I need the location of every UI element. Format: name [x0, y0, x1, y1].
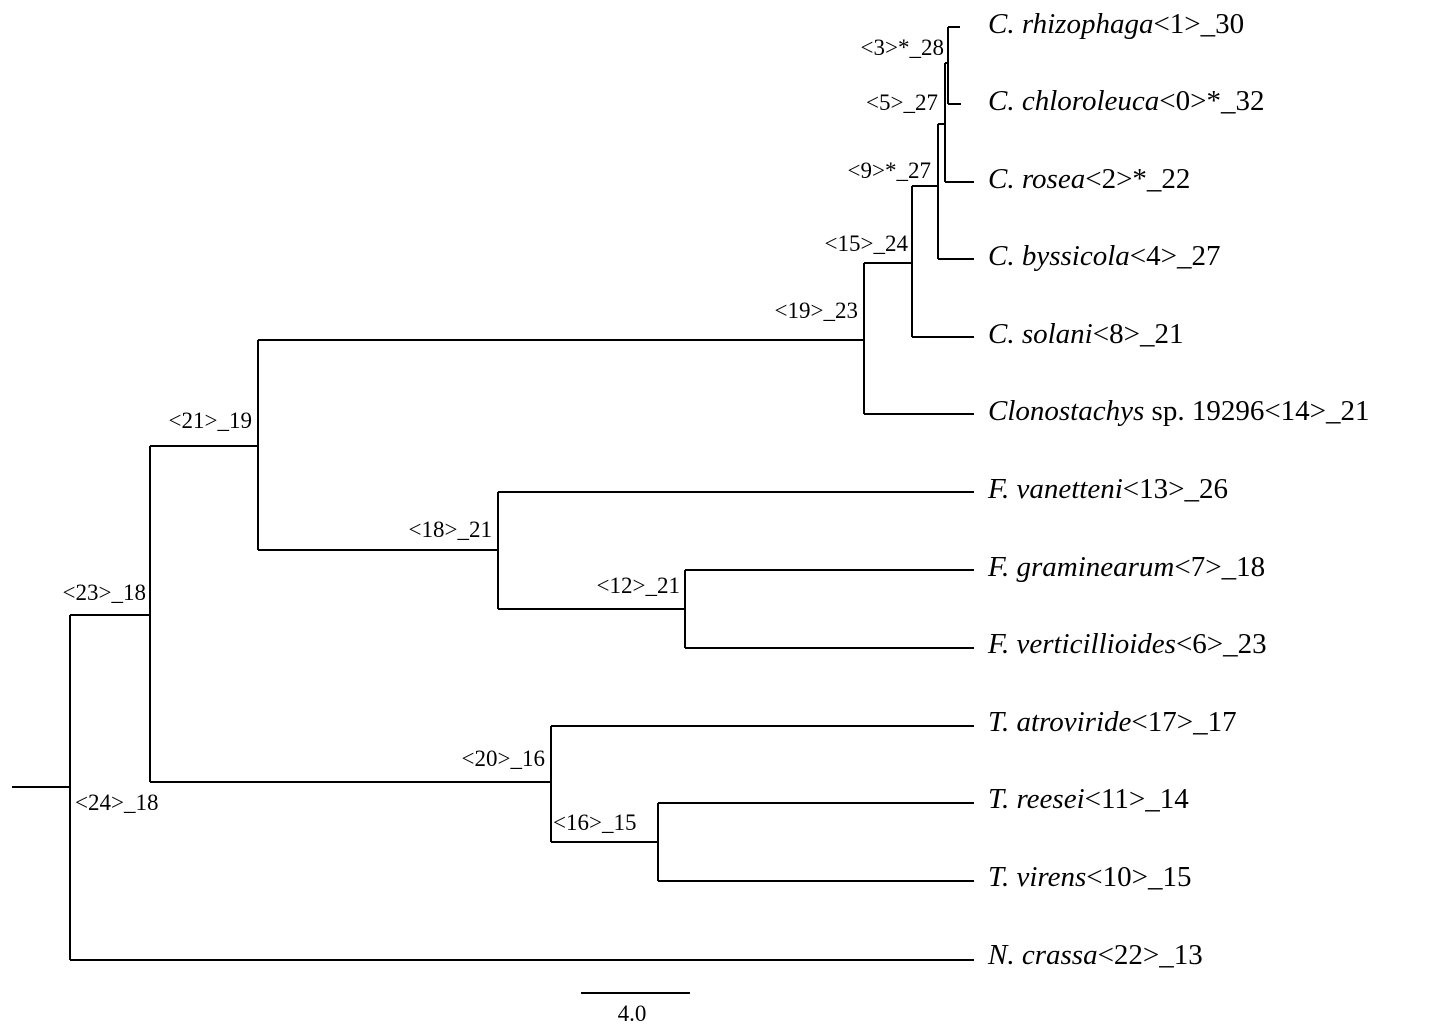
tip-label-n-crassa: N. crassa<22>_13 [987, 939, 1203, 971]
tip-taxon-name: C. solani [988, 318, 1093, 350]
tip-taxon-name: Clonostachys [988, 395, 1144, 427]
tip-label-c-rhizophaga: C. rhizophaga<1>_30 [988, 8, 1244, 40]
tip-suffix: <8>_21 [1093, 318, 1184, 350]
node-label-n21: <21>_19 [169, 408, 252, 433]
node-label-n12: <12>_21 [597, 573, 680, 598]
node-label-n24: <24>_18 [75, 790, 158, 815]
tip-suffix: <13>_26 [1123, 473, 1228, 505]
tip-label-c-rosea: C. rosea<2>*_22 [988, 163, 1190, 195]
node-label-n5: <5>_27 [866, 90, 938, 115]
tip-taxon-name: T. atroviride [988, 706, 1132, 738]
tip-label-clonostachys-sp: Clonostachys sp. 19296<14>_21 [988, 395, 1370, 427]
tip-suffix: <7>_18 [1174, 551, 1265, 583]
tip-label-t-virens: T. virens<10>_15 [988, 861, 1192, 893]
node-label-n18: <18>_21 [409, 517, 492, 542]
tip-suffix: sp. 19296<14>_21 [1144, 395, 1369, 427]
node-label-n9: <9>*_27 [848, 158, 931, 183]
tip-taxon-name: C. rosea [988, 163, 1085, 195]
scale-bar: 4.0 [581, 992, 690, 1026]
tip-suffix: <2>*_22 [1085, 163, 1190, 195]
tip-label-c-chloroleuca: C. chloroleuca<0>*_32 [988, 85, 1265, 117]
node-label-n20: <20>_16 [462, 746, 545, 771]
node-label-n3: <3>*_28 [861, 35, 944, 60]
tip-label-t-atroviride: T. atroviride<17>_17 [988, 706, 1237, 738]
tip-label-c-byssicola: C. byssicola<4>_27 [988, 240, 1221, 272]
tip-label-f-verticillioides: F. verticillioides<6>_23 [987, 628, 1267, 660]
tip-taxon-name: F. verticillioides [987, 628, 1176, 660]
tip-suffix: <10>_15 [1086, 861, 1191, 893]
node-label-n15: <15>_24 [825, 231, 909, 256]
tip-taxon-name: C. rhizophaga [988, 8, 1153, 40]
tip-taxon-name: T. virens [988, 861, 1086, 893]
node-label-n19: <19>_23 [775, 298, 858, 323]
tip-taxon-name: F. vanetteni [987, 473, 1123, 505]
tip-suffix: <22>_13 [1098, 939, 1203, 971]
tip-taxon-name: N. crassa [987, 939, 1098, 971]
tip-taxon-name: C. byssicola [988, 240, 1130, 272]
scale-bar-label: 4.0 [618, 1001, 647, 1026]
tip-suffix: <6>_23 [1176, 628, 1267, 660]
tip-suffix: <4>_27 [1130, 240, 1221, 272]
tip-suffix: <17>_17 [1131, 706, 1236, 738]
tip-label-f-vanetteni: F. vanetteni<13>_26 [987, 473, 1228, 505]
tip-suffix: <1>_30 [1153, 8, 1244, 40]
tree-branches [12, 26, 974, 961]
tip-label-c-solani: C. solani<8>_21 [988, 318, 1183, 350]
tip-suffix: <0>*_32 [1159, 85, 1264, 117]
tip-taxon-name: T. reesei [988, 783, 1085, 815]
node-label-n23: <23>_18 [63, 580, 146, 605]
tree-labels: C. rhizophaga<1>_30 C. chloroleuca<0>*_32… [63, 8, 1370, 971]
node-label-n16: <16>_15 [553, 810, 636, 835]
tip-label-f-graminearum: F. graminearum<7>_18 [987, 551, 1265, 583]
tip-label-t-reesei: T. reesei<11>_14 [988, 783, 1189, 815]
tip-taxon-name: F. graminearum [987, 551, 1174, 583]
tip-suffix: <11>_14 [1085, 783, 1190, 815]
tip-taxon-name: C. chloroleuca [988, 85, 1159, 117]
